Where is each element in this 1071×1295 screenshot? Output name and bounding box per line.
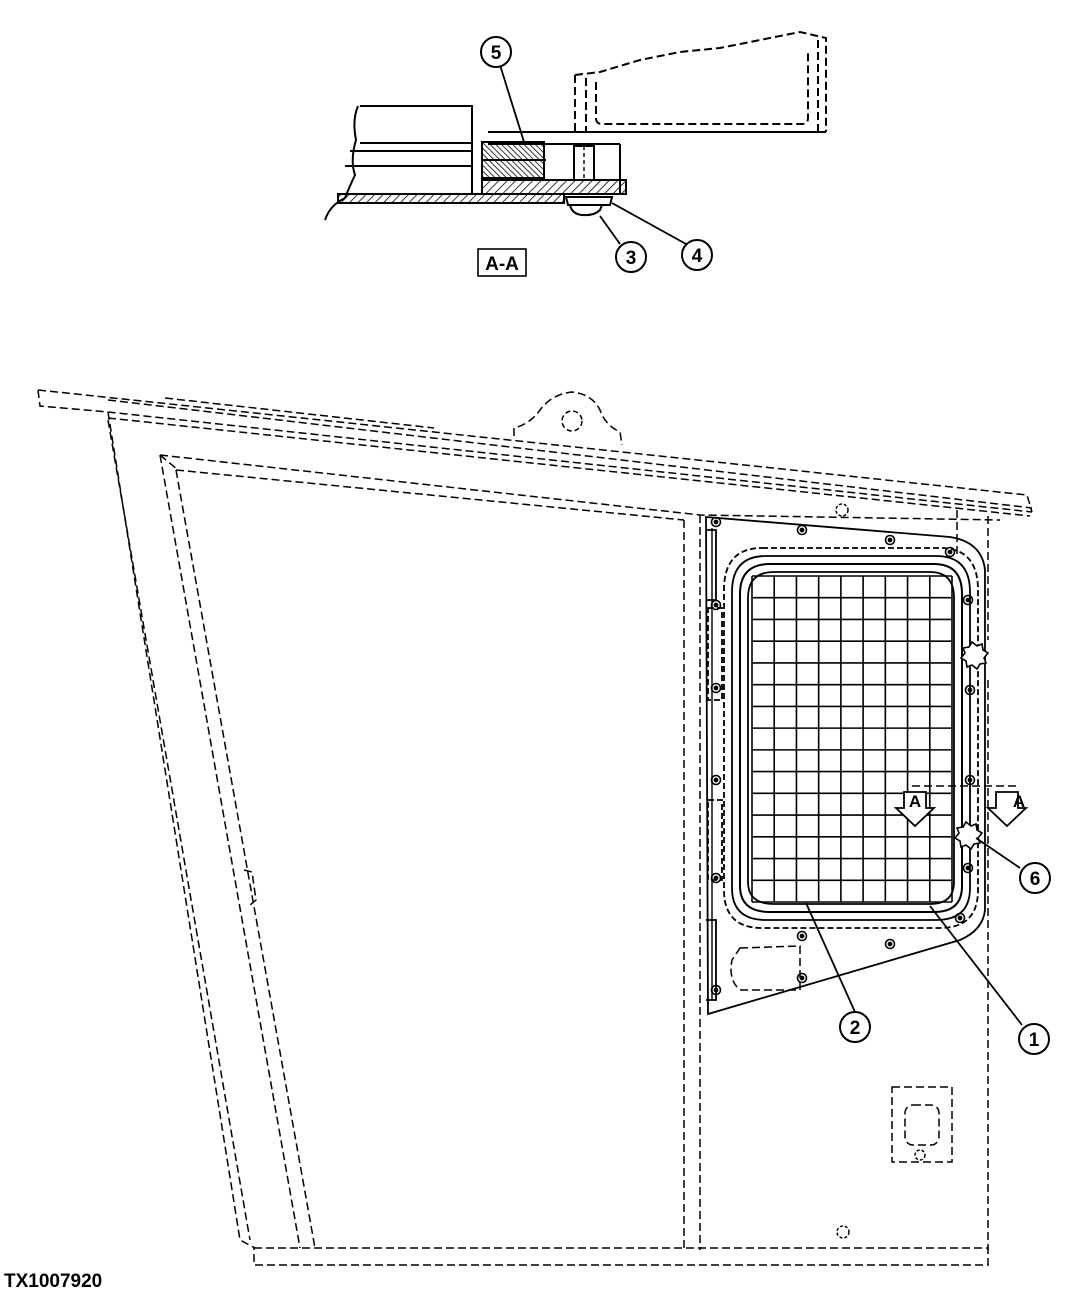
section-arrow-letter-right: A	[1013, 792, 1025, 811]
frame-bolt	[884, 534, 896, 546]
section-title: A-A	[485, 254, 519, 275]
frame-bolt-center	[713, 777, 719, 783]
frame-bolt	[962, 862, 974, 874]
frame-bolt-center	[967, 777, 973, 783]
bottom-sill	[253, 1247, 989, 1266]
leader-3	[599, 215, 621, 245]
frame-bolt	[710, 774, 722, 786]
callout-numbers: 5 3 4 6 2 1 A-A A A	[485, 43, 1040, 1051]
frame-bolt-center	[887, 537, 893, 543]
section-arrow-left	[893, 791, 937, 828]
frame-bolt-center	[713, 875, 719, 881]
section-arrow-right	[985, 791, 1029, 828]
frame-bolt-center	[947, 549, 953, 555]
screen-plate-hatched	[481, 179, 627, 195]
frame-bolt-center	[713, 602, 719, 608]
section-arrow-letter-left: A	[909, 792, 921, 811]
left-structure	[360, 105, 473, 194]
frame-bolt-center	[799, 933, 805, 939]
section-view-a-a	[324, 30, 827, 277]
callout-circle-1	[1018, 1023, 1050, 1055]
frame-inner	[739, 563, 963, 913]
callout-circle-2	[839, 1011, 871, 1043]
roof-line	[37, 389, 1033, 513]
cab-side-view	[37, 389, 1033, 1266]
leader-5	[499, 64, 525, 143]
frame-bolt-center	[967, 687, 973, 693]
frame-bolt	[964, 774, 976, 786]
callouts	[480, 36, 1051, 1055]
callout-circle-6	[1019, 862, 1051, 894]
frame-bolt	[710, 984, 722, 996]
leader-4	[611, 202, 687, 245]
upper-panel-outline	[574, 30, 827, 132]
wire-mesh	[751, 575, 953, 903]
mount-plate	[705, 516, 986, 1016]
figure-id: TX1007920	[4, 1271, 103, 1292]
bolt	[564, 145, 614, 217]
left-pillar-inner	[159, 454, 301, 1249]
frame-bolt-center	[713, 685, 719, 691]
latch-knobs	[953, 640, 990, 851]
left-pillar-outer	[107, 411, 256, 1249]
frame-bolt	[796, 972, 808, 984]
frame-bolt	[964, 684, 976, 696]
frame-bolt	[710, 872, 722, 884]
frame-bolt-center	[799, 527, 805, 533]
frame-bolt	[962, 594, 974, 606]
latch-upper	[959, 640, 990, 671]
section-arrows	[893, 791, 1029, 828]
callout-4: 4	[692, 246, 703, 267]
callout-2: 2	[850, 1018, 861, 1039]
frame-bolt	[796, 524, 808, 536]
frame-bolts	[710, 516, 976, 996]
callout-circle-3	[615, 241, 647, 273]
frame-bolt	[954, 912, 966, 924]
frame-outer	[723, 547, 979, 929]
lifting-eye	[513, 391, 623, 446]
upper-panel-inner	[595, 50, 809, 125]
screen-assembly	[705, 516, 986, 1016]
callout-5: 5	[491, 43, 502, 64]
frame-bolt-center	[799, 975, 805, 981]
callout-6: 6	[1030, 869, 1041, 890]
callout-circle-4	[681, 239, 713, 271]
frame-bolt-center	[965, 865, 971, 871]
frame-bolt-center	[713, 987, 719, 993]
callout-leaders	[805, 837, 1023, 1026]
frame-bolt	[710, 516, 722, 528]
frame-bolt	[710, 682, 722, 694]
frame-bolt	[710, 599, 722, 611]
mesh-edge	[747, 571, 955, 905]
frame-mid	[731, 555, 971, 921]
lock-box	[891, 1086, 953, 1163]
frame-bolt	[944, 546, 956, 558]
frame-bolt-center	[957, 915, 963, 921]
base-plate-hatched	[337, 193, 565, 204]
callout-3: 3	[626, 248, 637, 269]
frame-bolt-center	[887, 941, 893, 947]
frame-bolt-center	[713, 519, 719, 525]
frame-bolt-center	[965, 597, 971, 603]
frame-bolt	[796, 930, 808, 942]
callout-circle-5	[480, 36, 512, 68]
section-label-box	[477, 248, 527, 277]
callout-1: 1	[1029, 1030, 1040, 1051]
latch-lower	[953, 820, 984, 851]
frame-bolt	[884, 938, 896, 950]
